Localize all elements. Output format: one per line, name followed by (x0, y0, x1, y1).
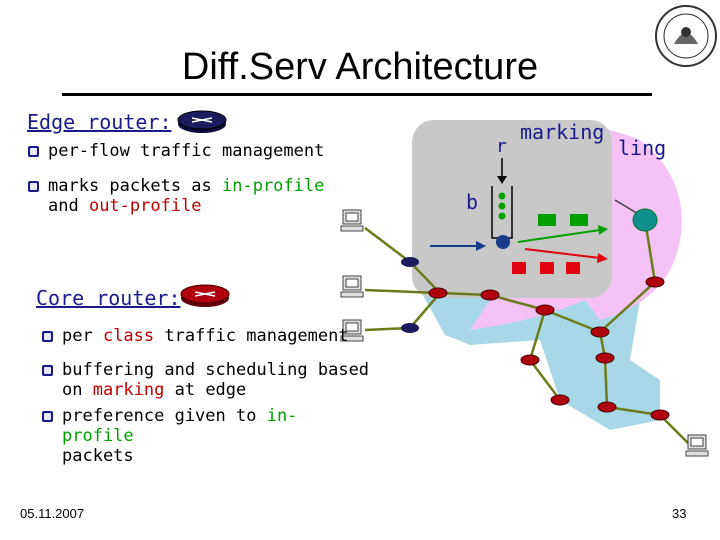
ling-label: ling (618, 136, 667, 160)
page-number: 33 (672, 506, 687, 521)
bullet-square-icon (42, 411, 53, 422)
core-bullet-preference: preference given to in-profile packets (42, 406, 362, 466)
bullet-square-icon (42, 331, 53, 342)
in-profile-term: in-profile (62, 406, 298, 446)
out-profile-term: out-profile (88, 196, 202, 216)
host-computer-icons (340, 209, 709, 457)
class-term: class (102, 326, 155, 346)
title-divider (62, 93, 652, 96)
core-bullet-per-class: per class traffic management (42, 326, 349, 346)
core-router-heading: Core router: (36, 286, 181, 310)
footer-date: 05.11.2007 (20, 506, 85, 521)
marking-term: marking (92, 380, 165, 400)
in-profile-term: in-profile (222, 176, 325, 196)
edge-router-legend-icon (177, 110, 227, 133)
bullet-square-icon (28, 146, 39, 157)
bucket-b-label: b (466, 190, 479, 214)
edge-bullet-per-flow-text: per-flow traffic management (48, 141, 325, 161)
bullet-square-icon (42, 365, 53, 376)
bullet-square-icon (28, 181, 39, 192)
core-routers (428, 276, 670, 421)
marking-diagram (430, 158, 658, 274)
edge-routers (401, 257, 419, 333)
slide-title: Diff.Serv Architecture (181, 46, 539, 88)
edge-bullet-per-flow: per-flow traffic management (28, 141, 325, 161)
core-router-legend-icon (180, 284, 230, 307)
institute-logo (655, 5, 717, 67)
marking-label: marking (520, 120, 605, 144)
edge-bullet-marks: marks packets as in-profile and out-prof… (28, 176, 338, 216)
core-bullet-buffering: buffering and scheduling based on markin… (42, 360, 372, 400)
edge-router-heading: Edge router: (27, 110, 172, 134)
rate-r-label: r (496, 136, 507, 157)
